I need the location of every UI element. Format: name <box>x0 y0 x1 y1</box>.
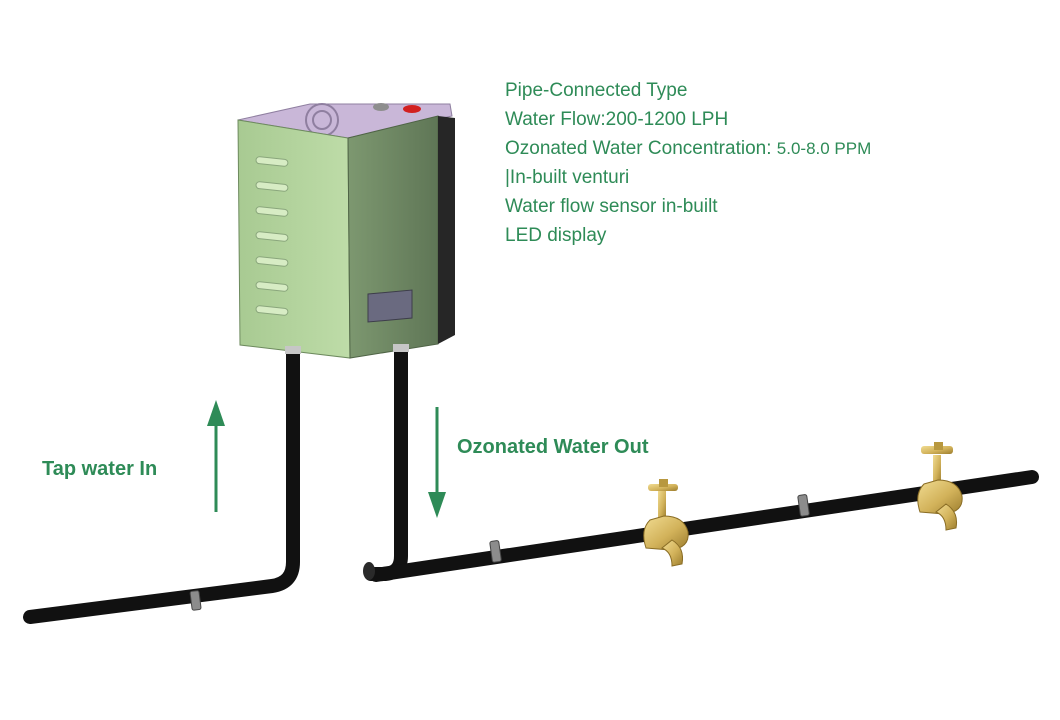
outlet-pipe-clamps <box>489 494 810 563</box>
inlet-arrow-up <box>207 400 225 512</box>
spec-concentration-value: 5.0-8.0 PPM <box>776 139 872 158</box>
outlet-arrow-down <box>428 407 446 518</box>
outlet-pipe-end <box>363 562 375 580</box>
spec-type: Pipe-Connected Type <box>505 80 688 101</box>
vent-slots <box>255 156 289 316</box>
spec-sensor: Water flow sensor in-built <box>505 196 718 217</box>
spec-flow: Water Flow:200-1200 LPH <box>505 109 729 130</box>
ozone-generator-unit <box>237 103 455 359</box>
faucet-2 <box>917 442 963 531</box>
inlet-label: Tap water In <box>42 458 158 480</box>
outlet-pipe <box>364 345 1039 582</box>
outlet-label: Ozonated Water Out <box>457 436 649 458</box>
spec-display: LED display <box>505 225 607 246</box>
spec-concentration: Ozonated Water Concentration: 5.0-8.0 PP… <box>505 138 871 160</box>
inlet-pipe-clamp <box>189 590 202 611</box>
spec-concentration-label: Ozonated Water Concentration: <box>505 138 772 159</box>
faucet-1 <box>643 479 689 567</box>
spec-venturi: |In-built venturi <box>505 167 630 188</box>
inlet-pipe <box>23 345 300 624</box>
